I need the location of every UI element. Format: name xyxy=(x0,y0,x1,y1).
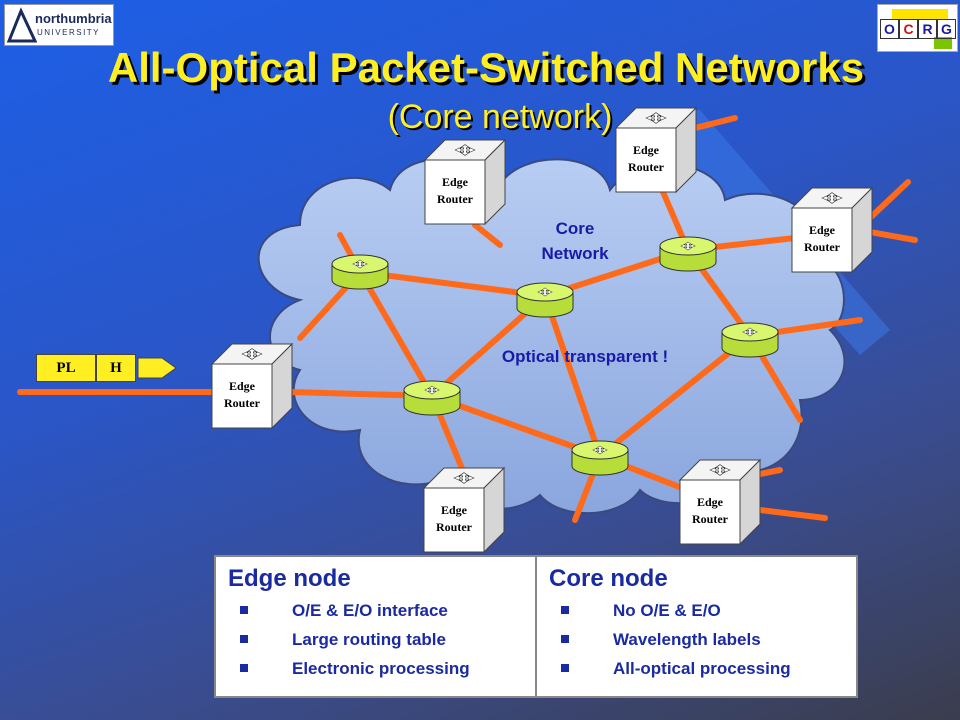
edge-router-label-line1: Edge xyxy=(809,223,836,237)
core-node-item: Wavelength labels xyxy=(561,630,844,650)
edge-router-label-line1: Edge xyxy=(441,503,468,517)
edge-router: Edge Router xyxy=(678,458,762,546)
edge-node-item: O/E & E/O interface xyxy=(240,601,523,621)
link xyxy=(542,293,603,459)
edge-node-item: Large routing table xyxy=(240,630,523,650)
core-label-line2: Network xyxy=(541,244,609,263)
edge-router-label-line1: Edge xyxy=(697,495,724,509)
edge-router-label-line2: Router xyxy=(436,520,473,534)
slide-title: All-Optical Packet-Switched Networks xyxy=(107,44,865,91)
edge-router: Edge Router xyxy=(210,342,294,430)
link xyxy=(357,269,548,299)
core-router xyxy=(721,322,779,358)
packet-header: H xyxy=(96,354,136,382)
edge-router-label-line1: Edge xyxy=(633,143,660,157)
edge-router-label-line1: Edge xyxy=(229,379,256,393)
link xyxy=(867,179,911,221)
ocrg-logo: O C R G xyxy=(877,4,958,52)
edge-router-label-line2: Router xyxy=(804,240,841,254)
core-node-column: Core node No O/E & E/O Wavelength labels… xyxy=(535,557,856,696)
edge-router-label-line2: Router xyxy=(628,160,665,174)
ocrg-letter: C xyxy=(899,19,918,39)
edge-node-column: Edge node O/E & E/O interface Large rout… xyxy=(216,557,535,696)
core-router xyxy=(403,380,461,416)
node-comparison-table: Edge node O/E & E/O interface Large rout… xyxy=(214,555,858,698)
ocrg-letter: R xyxy=(918,19,937,39)
link xyxy=(757,507,828,521)
edge-router-label-line2: Router xyxy=(224,396,261,410)
link xyxy=(597,333,753,459)
ocrg-letter: G xyxy=(937,19,956,39)
optical-transparent-label: Optical transparent ! xyxy=(502,347,668,366)
core-node-item: No O/E & E/O xyxy=(561,601,844,621)
core-router xyxy=(571,440,629,476)
core-router xyxy=(516,282,574,318)
packet-payload: PL xyxy=(36,354,96,382)
ocrg-letter: O xyxy=(880,19,899,39)
edge-router: Edge Router xyxy=(423,138,507,226)
link xyxy=(867,229,918,243)
edge-router: Edge Router xyxy=(790,186,874,274)
link xyxy=(357,269,435,399)
core-node-list: No O/E & E/O Wavelength labels All-optic… xyxy=(549,601,844,679)
edge-router: Edge Router xyxy=(422,466,506,554)
core-label-line1: Core xyxy=(556,219,595,238)
northumbria-emblem-icon xyxy=(7,7,37,43)
edge-node-list: O/E & E/O interface Large routing table … xyxy=(228,601,523,679)
northumbria-logo-name: northumbria xyxy=(35,11,112,26)
edge-router-label-line2: Router xyxy=(692,512,729,526)
edge-router-label-line1: Edge xyxy=(442,175,469,189)
link xyxy=(472,222,503,248)
ocrg-logo-band xyxy=(892,9,948,19)
edge-node-heading: Edge node xyxy=(228,565,351,592)
packet: PL H xyxy=(36,354,136,382)
core-router xyxy=(331,254,389,290)
northumbria-logo-sub: UNIVERSITY xyxy=(37,28,101,37)
ocrg-logo-green xyxy=(934,37,952,49)
core-router xyxy=(659,236,717,272)
edge-node-item: Electronic processing xyxy=(240,659,523,679)
link xyxy=(692,115,738,131)
core-routers xyxy=(331,236,779,476)
northumbria-logo: northumbria UNIVERSITY xyxy=(4,4,114,46)
core-node-heading: Core node xyxy=(549,565,668,592)
edge-router: Edge Router xyxy=(614,106,698,194)
edge-router-label-line2: Router xyxy=(437,192,474,206)
core-node-item: All-optical processing xyxy=(561,659,844,679)
links xyxy=(17,115,918,523)
packet-arrow-icon xyxy=(137,357,177,379)
slide-subtitle: (Core network) xyxy=(387,98,613,136)
